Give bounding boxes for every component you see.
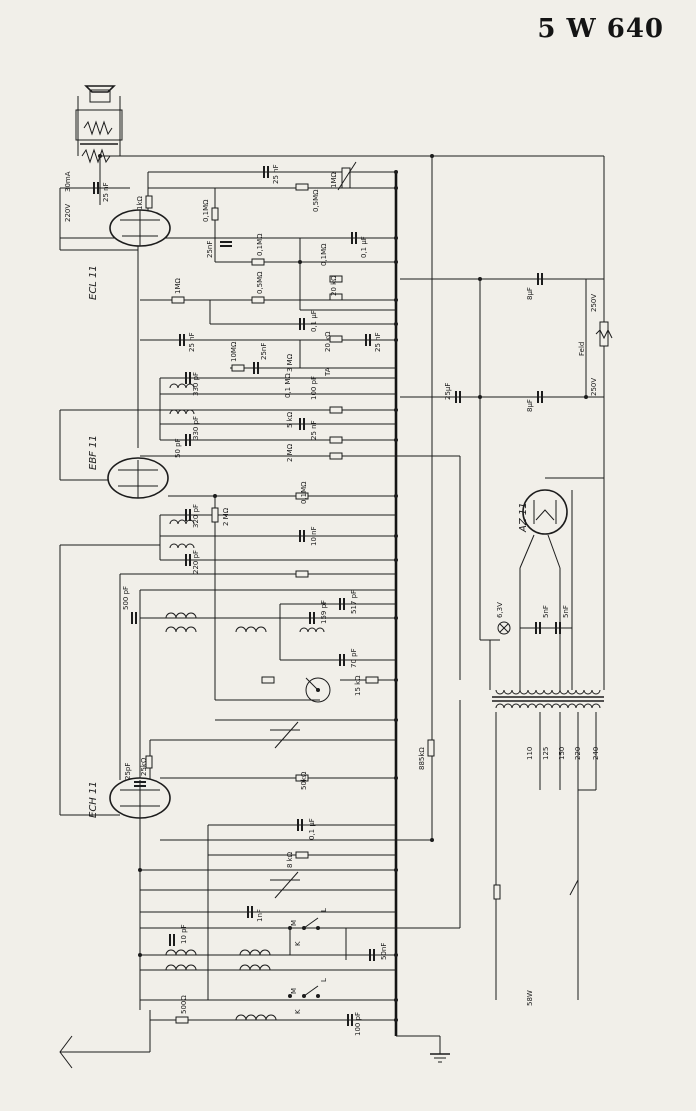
tuning-capacitors: [270, 721, 300, 899]
part-label: 2 MΩ: [222, 507, 230, 526]
part-label: 50nF: [380, 943, 388, 960]
tube-az11: [522, 489, 568, 535]
part-label: 0,1 µF: [310, 310, 318, 332]
part-label: 320 pF: [192, 504, 200, 528]
part-label: 100 pF: [354, 1012, 362, 1036]
part-label: 15 kΩ: [354, 675, 362, 696]
part-label: 25 nF: [310, 420, 318, 440]
part-label: 500 pF: [122, 586, 130, 610]
part-label: 220 pF: [192, 550, 200, 574]
switch-mark: K: [294, 941, 302, 946]
part-label: 1MΩ: [330, 172, 338, 188]
current-label: 30mA: [64, 171, 72, 192]
part-label: 517 pF: [350, 590, 358, 614]
ta-label: TA: [324, 367, 332, 377]
part-label: 3 MΩ: [286, 353, 294, 372]
volume-pot: [337, 161, 357, 191]
voltage-label-250a: 250V: [590, 294, 598, 312]
mains-transformer: [492, 689, 604, 709]
part-label: 25kΩ: [140, 757, 148, 776]
part-label: 25nF: [206, 241, 214, 258]
part-label: 10MΩ: [230, 341, 238, 362]
tap-label-240: 240: [592, 747, 600, 760]
part-label: 25pF: [124, 763, 132, 780]
part-label: 0,5MΩ: [256, 271, 264, 294]
part-label: 100 pF: [310, 376, 318, 400]
switch-mark: L: [320, 908, 328, 912]
lamp-label: 6,3V: [496, 602, 504, 618]
tap-label-125: 125: [542, 747, 550, 760]
voltage-label-220: 220V: [64, 204, 72, 222]
ech11-label: ECH 11: [88, 781, 99, 818]
annotations: ECL 11 EBF 11 ECH 11 AZ 11 30mA 220V 250…: [64, 164, 600, 1036]
part-label: 8µF: [526, 287, 534, 300]
part-label: 10 pF: [180, 924, 188, 944]
part-label: 25nF: [260, 343, 268, 360]
switch-mark: M: [290, 920, 298, 926]
part-label: 25µF: [444, 383, 452, 400]
part-label: 1MΩ: [174, 278, 182, 294]
part-label: 8 kΩ: [286, 851, 294, 868]
switch-mark: L: [320, 978, 328, 982]
part-label: 8µF: [526, 399, 534, 412]
part-label: 70 pF: [350, 648, 358, 668]
part-label: 0,1MΩ: [300, 481, 308, 504]
dial-lamp-icon: [497, 621, 511, 635]
tube-ebf11: [107, 457, 169, 499]
speaker-icon: [75, 85, 123, 164]
part-label: 25 nF: [188, 332, 196, 352]
switch-mark: K: [294, 1009, 302, 1014]
inductors: [165, 328, 613, 1021]
tap-label-220: 220: [574, 747, 582, 760]
field-label: Feld: [578, 342, 586, 356]
part-label: 0,1MΩ: [256, 233, 264, 256]
part-label: 330 pF: [192, 416, 200, 440]
part-label: 0,1 µF: [308, 818, 316, 840]
part-label: 20 kΩ: [330, 275, 338, 296]
part-label: 0,1MΩ: [202, 199, 210, 222]
part-label: 330 pF: [192, 372, 200, 396]
az11-label: AZ 11: [518, 502, 529, 533]
ground-symbol: [430, 1053, 450, 1063]
part-label: 0,5MΩ: [312, 189, 320, 212]
part-label: 5 kΩ: [286, 411, 294, 428]
junction-dots: [98, 154, 588, 1022]
part-label: 0,1 µF: [360, 236, 368, 258]
part-label: 1nF: [256, 909, 264, 922]
ebf11-label: EBF 11: [88, 435, 99, 470]
tube-ecl11: [109, 209, 171, 247]
tap-label-110: 110: [526, 747, 534, 760]
wiring: [59, 96, 605, 1069]
part-label: 2 MΩ: [286, 443, 294, 462]
part-label: 5nF: [562, 605, 570, 618]
resistors: [145, 183, 609, 1024]
part-label: 50 pF: [174, 438, 182, 458]
part-label: 159 pF: [320, 600, 328, 624]
part-label: 10 nF: [310, 526, 318, 546]
ecl11-label: ECL 11: [88, 265, 99, 300]
tap-label-150: 150: [558, 747, 566, 760]
wave-switch: [288, 677, 331, 998]
part-label: 5nF: [542, 605, 550, 618]
part-label: 25 nF: [102, 182, 110, 202]
part-label: 25 nF: [374, 332, 382, 352]
part-label: 500Ω: [180, 995, 188, 1014]
part-label: 0,1 MΩ: [284, 373, 292, 398]
tube-ech11: [109, 777, 171, 819]
voltage-label-250b: 250V: [590, 378, 598, 396]
switch-mark: M: [290, 988, 298, 994]
page-title: 5 W 640: [537, 14, 664, 44]
part-label: 25 nF: [272, 164, 280, 184]
part-label: 0,1MΩ: [320, 243, 328, 266]
power-label: 58W: [526, 990, 534, 1006]
capacitors: [93, 166, 561, 1026]
part-label: 1kΩ: [136, 195, 144, 210]
part-label: 50kΩ: [300, 771, 308, 790]
part-label: 885kΩ: [418, 747, 426, 770]
part-label: 20 kΩ: [324, 331, 332, 352]
